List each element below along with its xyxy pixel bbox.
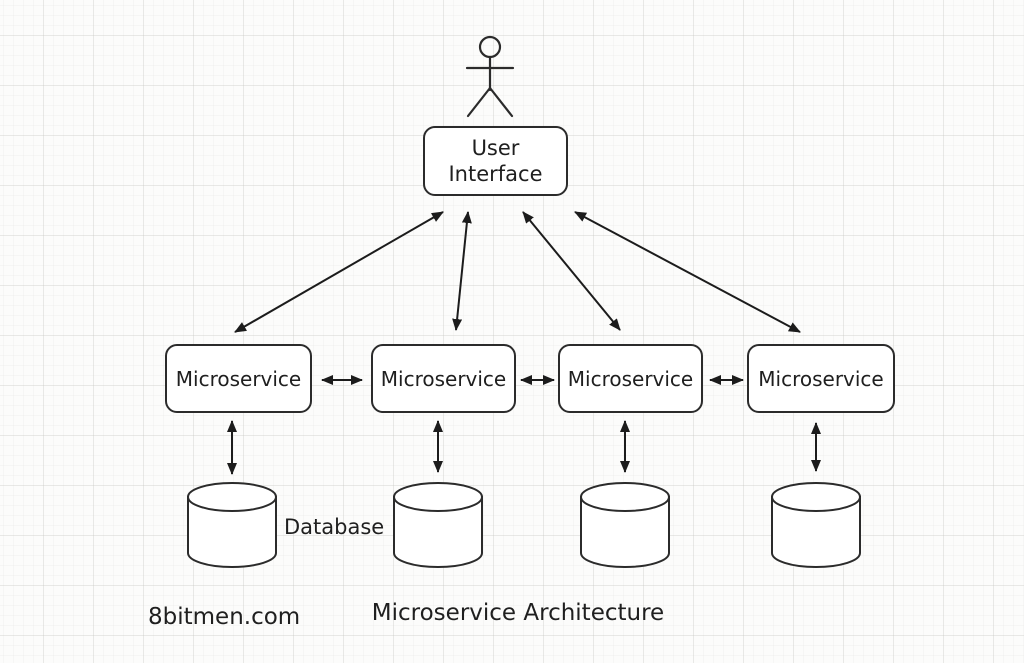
database-cylinder-2 — [393, 482, 483, 568]
diagram-caption: Microservice Architecture — [371, 600, 665, 626]
microservice-box-3: Microservice — [558, 344, 703, 413]
watermark-text: 8bitmen.com — [148, 604, 301, 630]
microservice-label: Microservice — [758, 366, 884, 391]
user-interface-label-line1: User — [471, 136, 520, 160]
user-interface-label-line2: Interface — [448, 162, 543, 186]
database-label: Database — [284, 515, 385, 539]
microservice-box-2: Microservice — [371, 344, 516, 413]
user-interface-box: User Interface — [423, 126, 568, 196]
ui-ms-arrow-2 — [452, 211, 472, 331]
database-cylinder-3 — [580, 482, 670, 568]
ui-ms-arrow-4 — [574, 211, 801, 333]
database-cylinder-4 — [771, 482, 861, 568]
actor-leg-right — [488, 86, 514, 118]
microservice-label: Microservice — [175, 366, 302, 391]
user-stick-figure-icon — [465, 35, 515, 118]
microservice-label: Microservice — [567, 366, 694, 391]
microservice-box-4: Microservice — [747, 344, 895, 413]
ui-ms-arrow-1 — [234, 211, 444, 333]
actor-head — [478, 35, 502, 59]
ui-ms-arrow-3 — [522, 211, 621, 331]
actor-leg-left — [466, 86, 492, 118]
database-cylinder-1 — [187, 482, 277, 568]
microservice-label: Microservice — [380, 366, 507, 391]
microservice-box-1: Microservice — [165, 344, 312, 413]
